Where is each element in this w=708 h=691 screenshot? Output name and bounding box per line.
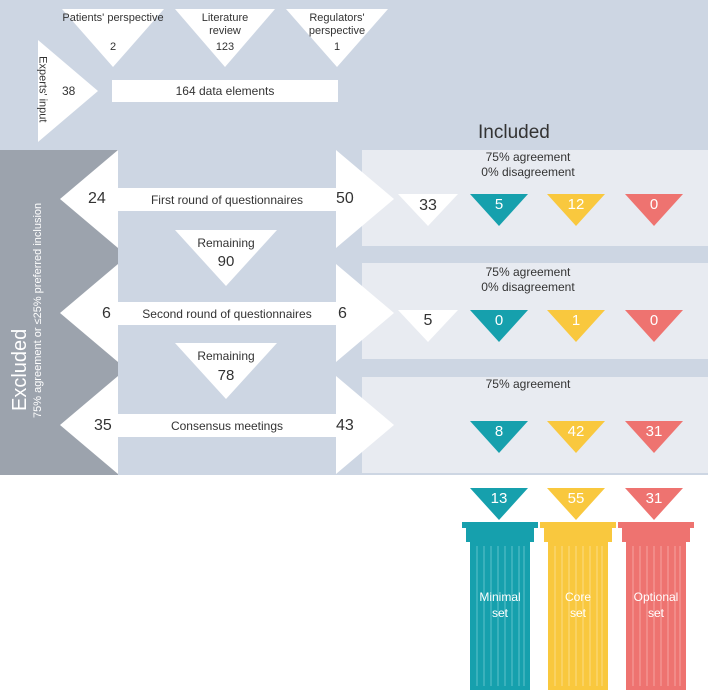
round3-included-count: 43	[336, 417, 354, 434]
regulators-count: 1	[333, 41, 341, 53]
patients-count: 2	[109, 41, 117, 53]
core-set-column	[540, 522, 616, 690]
remaining1-triangle	[175, 230, 277, 286]
round1-bar	[118, 188, 336, 211]
included-title: Included	[478, 122, 550, 143]
literature-count: 123	[215, 41, 235, 53]
remaining2-count: 78	[217, 367, 235, 384]
total-optional-triangle	[625, 488, 683, 520]
round2-agreement: 75% agreement	[485, 265, 571, 279]
round1-minimal-triangle	[470, 194, 528, 226]
round2-excluded-count: 6	[102, 305, 111, 322]
round3-minimal-count: 8	[494, 423, 504, 440]
round3-optional-triangle	[625, 421, 683, 453]
remaining1-label: Remaining	[197, 236, 255, 250]
round3-excluded-count: 35	[94, 417, 112, 434]
round2-unassigned-triangle	[398, 310, 458, 342]
core-set-label: Core set	[564, 590, 591, 620]
round1-disagreement: 0% disagreement	[481, 165, 575, 179]
round1-unassigned-count: 33	[419, 197, 437, 214]
regulators-label: Regulators' perspective	[308, 12, 366, 37]
round1-label: First round of questionnaires	[150, 193, 304, 207]
round2-core-count: 1	[571, 312, 581, 329]
round2-unassigned-count: 5	[423, 312, 433, 329]
round3-label: Consensus meetings	[170, 419, 284, 433]
round3-core-count: 42	[567, 423, 585, 440]
total-core-count: 55	[567, 490, 585, 507]
round2-optional-count: 0	[649, 312, 659, 329]
round1-unassigned-triangle	[398, 194, 458, 226]
round2-minimal-triangle	[470, 310, 528, 342]
total-core-triangle	[547, 488, 605, 520]
round1-included-arrow	[336, 150, 394, 248]
experts-count: 38	[62, 84, 76, 98]
patients-label: Patients' perspective	[62, 12, 164, 24]
round3-optional-count: 31	[645, 423, 663, 440]
patients-triangle	[62, 9, 164, 67]
optional-set-column	[618, 522, 694, 690]
round3-minimal-triangle	[470, 421, 528, 453]
round1-optional-count: 0	[649, 196, 659, 213]
round2-core-triangle	[547, 310, 605, 342]
round2-disagreement: 0% disagreement	[481, 280, 575, 294]
remaining2-label: Remaining	[197, 349, 255, 363]
excluded-criteria: 75% agreement or ≤25% preferred inclusio…	[32, 202, 44, 418]
experts-label: Experts' input	[36, 56, 49, 123]
round2-bar	[118, 302, 336, 325]
round1-core-count: 12	[567, 196, 585, 213]
round2-minimal-count: 0	[494, 312, 504, 329]
literature-label: Literature review	[201, 12, 249, 37]
round1-excluded-count: 24	[88, 190, 106, 207]
data-elements-box: 164 data elements	[112, 80, 338, 102]
round3-bar	[118, 414, 336, 437]
round1-optional-triangle	[625, 194, 683, 226]
round1-agreement: 75% agreement	[485, 150, 571, 164]
round1-included-count: 50	[336, 190, 354, 207]
round3-excluded-arrow	[60, 376, 118, 474]
round2-included-count: 6	[338, 305, 347, 322]
optional-set-label: Optional set	[633, 590, 679, 620]
literature-triangle	[175, 9, 275, 67]
round1-core-triangle	[547, 194, 605, 226]
round3-included-arrow	[336, 376, 394, 474]
minimal-set-column	[462, 522, 538, 690]
round2-included-arrow	[336, 264, 394, 362]
round2-excluded-arrow	[60, 264, 118, 362]
experts-triangle	[38, 40, 98, 142]
remaining2-triangle	[175, 343, 277, 399]
round3-agreement: 75% agreement	[485, 377, 571, 391]
remaining1-count: 90	[217, 253, 235, 270]
total-minimal-triangle	[470, 488, 528, 520]
round1-excluded-arrow	[60, 150, 118, 248]
round1-minimal-count: 5	[494, 196, 504, 213]
round2-optional-triangle	[625, 310, 683, 342]
minimal-set-label: Minimal set	[479, 590, 521, 620]
round3-core-triangle	[547, 421, 605, 453]
regulators-triangle	[286, 9, 388, 67]
round2-label: Second round of questionnaires	[142, 307, 312, 321]
total-minimal-count: 13	[490, 490, 508, 507]
total-optional-count: 31	[645, 490, 663, 507]
